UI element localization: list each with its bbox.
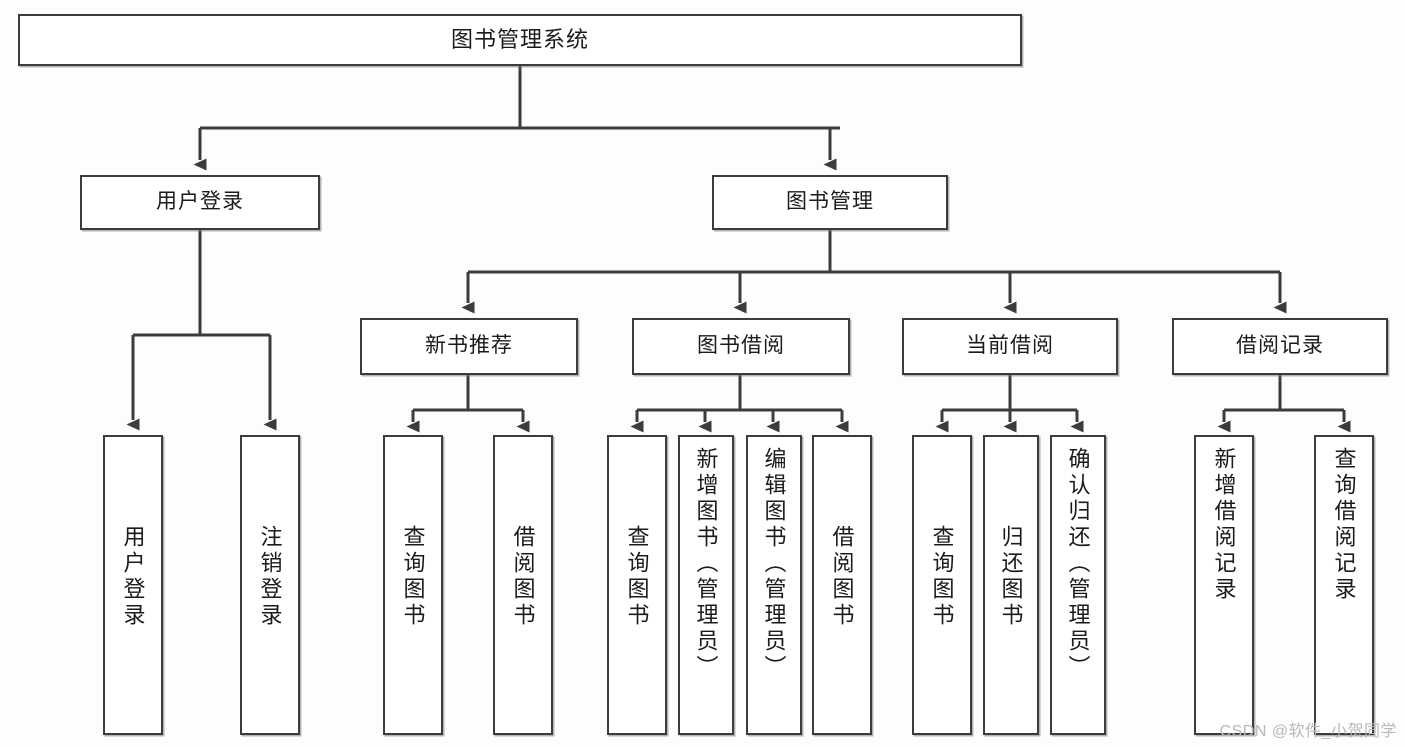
node-leaf-query-record-label: 查询借阅记录 — [1331, 447, 1357, 603]
node-leaf-return-book-label: 归还图书 — [998, 525, 1024, 629]
watermark: CSDN @软件_小贺同学 — [1219, 723, 1397, 740]
node-book-manage-label: 图书管理 — [786, 190, 874, 214]
node-leaf-add-book-label: 新增图书（管理员） — [693, 447, 719, 681]
node-leaf-borrow-book-2[interactable]: 借阅图书 — [812, 435, 872, 735]
node-borrow-record[interactable]: 借阅记录 — [1172, 318, 1388, 375]
node-leaf-user-login[interactable]: 用户登录 — [103, 435, 163, 735]
node-leaf-query-book-1-label: 查询图书 — [400, 525, 426, 629]
node-leaf-confirm-return[interactable]: 确认归还（管理员） — [1050, 435, 1106, 735]
node-leaf-borrow-book-2-label: 借阅图书 — [829, 525, 855, 629]
node-current-borrow-label: 当前借阅 — [966, 334, 1054, 358]
node-leaf-query-book-3-label: 查询图书 — [929, 525, 955, 629]
node-book-manage[interactable]: 图书管理 — [712, 175, 948, 230]
node-new-book-recommend[interactable]: 新书推荐 — [360, 318, 578, 375]
node-current-borrow[interactable]: 当前借阅 — [902, 318, 1118, 375]
node-user-login-label: 用户登录 — [156, 190, 244, 214]
node-leaf-edit-book[interactable]: 编辑图书（管理员） — [746, 435, 802, 735]
node-leaf-query-record[interactable]: 查询借阅记录 — [1314, 435, 1374, 735]
node-leaf-query-book-1[interactable]: 查询图书 — [383, 435, 443, 735]
node-leaf-add-book[interactable]: 新增图书（管理员） — [678, 435, 734, 735]
node-book-borrow[interactable]: 图书借阅 — [632, 318, 850, 375]
node-leaf-confirm-return-label: 确认归还（管理员） — [1065, 447, 1091, 681]
node-book-borrow-label: 图书借阅 — [697, 334, 785, 358]
node-root-label: 图书管理系统 — [450, 27, 589, 53]
node-leaf-query-book-2[interactable]: 查询图书 — [607, 435, 667, 735]
node-leaf-return-book[interactable]: 归还图书 — [983, 435, 1039, 735]
node-root[interactable]: 图书管理系统 — [18, 14, 1022, 66]
node-leaf-add-record[interactable]: 新增借阅记录 — [1194, 435, 1254, 735]
node-leaf-user-login-label: 用户登录 — [120, 525, 146, 629]
node-borrow-record-label: 借阅记录 — [1236, 334, 1324, 358]
node-new-book-recommend-label: 新书推荐 — [425, 334, 513, 358]
node-leaf-add-record-label: 新增借阅记录 — [1211, 447, 1237, 603]
node-leaf-borrow-book-1-label: 借阅图书 — [510, 525, 536, 629]
node-leaf-user-logout[interactable]: 注销登录 — [240, 435, 300, 735]
node-leaf-user-logout-label: 注销登录 — [257, 525, 283, 629]
node-leaf-borrow-book-1[interactable]: 借阅图书 — [493, 435, 553, 735]
node-leaf-edit-book-label: 编辑图书（管理员） — [761, 447, 787, 681]
node-leaf-query-book-2-label: 查询图书 — [624, 525, 650, 629]
node-leaf-query-book-3[interactable]: 查询图书 — [912, 435, 972, 735]
node-user-login[interactable]: 用户登录 — [80, 175, 320, 230]
